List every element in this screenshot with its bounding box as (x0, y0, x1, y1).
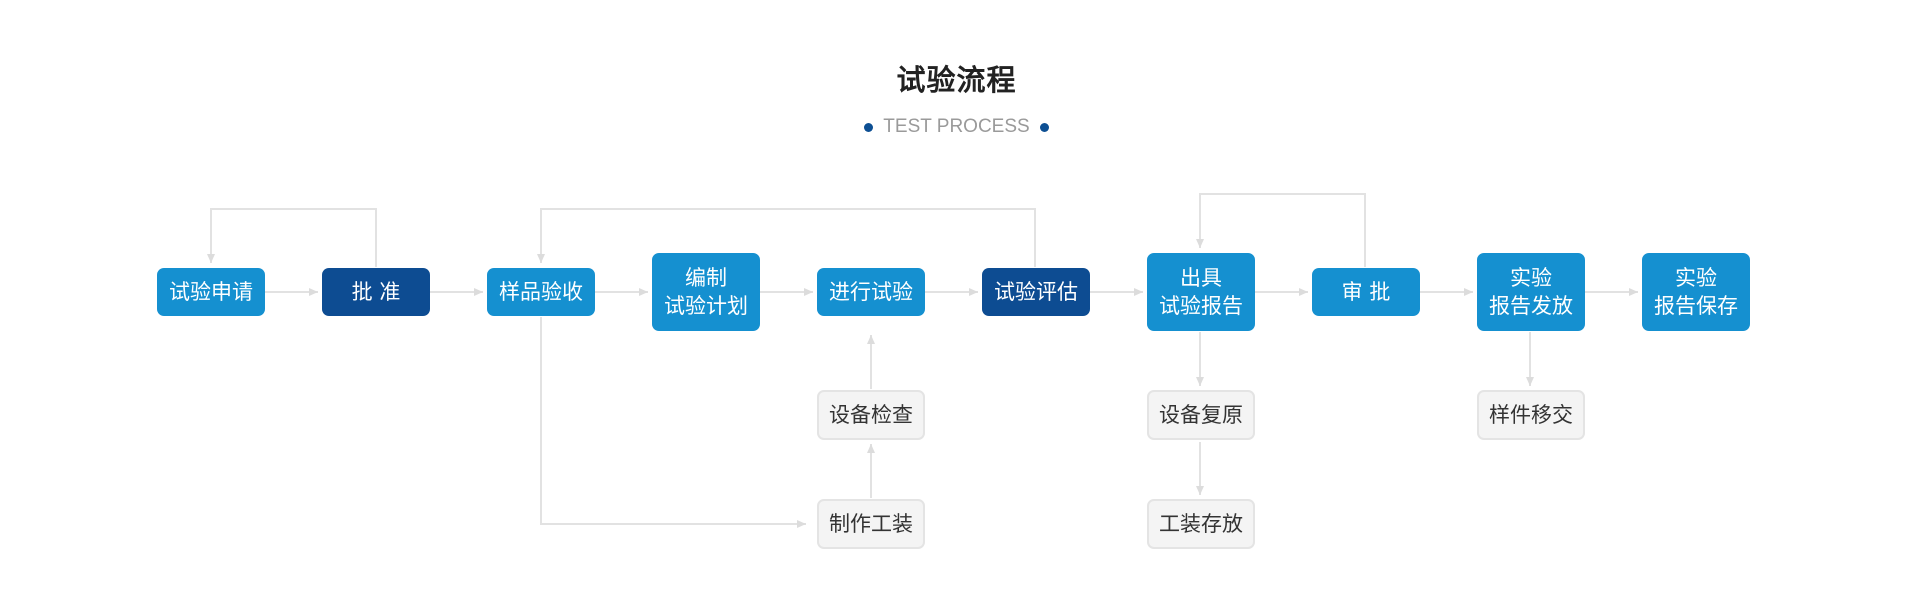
step-report: 出具 试验报告 (1147, 253, 1255, 331)
step-approve: 批 准 (322, 268, 430, 316)
step-evaluate: 试验评估 (982, 268, 1090, 316)
substep-inspect: 设备检查 (817, 390, 925, 440)
step-apply: 试验申请 (157, 268, 265, 316)
step-store: 实验 报告保存 (1642, 253, 1750, 331)
loop-approve-apply (207, 208, 377, 267)
substep-tooling: 制作工装 (817, 499, 925, 549)
substep-tool-store: 工装存放 (1147, 499, 1255, 549)
loop-evaluate-accept (537, 208, 1036, 267)
loop-review-report (1196, 193, 1366, 267)
step-run: 进行试验 (817, 268, 925, 316)
step-plan: 编制 试验计划 (652, 253, 760, 331)
step-review: 审 批 (1312, 268, 1420, 316)
diagram-title: 试验流程 (896, 63, 1017, 97)
substep-restore: 设备复原 (1147, 390, 1255, 440)
diagram-subtitle: TEST PROCESS (0, 116, 1913, 138)
step-accept: 样品验收 (487, 268, 595, 316)
subtitle-text: TEST PROCESS (883, 116, 1030, 137)
subtitle-dot-left (864, 122, 874, 132)
subtitle-dot-right (1039, 122, 1049, 132)
arrow-accept-tooling (540, 317, 806, 528)
substep-handover: 样件移交 (1477, 390, 1585, 440)
step-issue: 实验 报告发放 (1477, 253, 1585, 331)
